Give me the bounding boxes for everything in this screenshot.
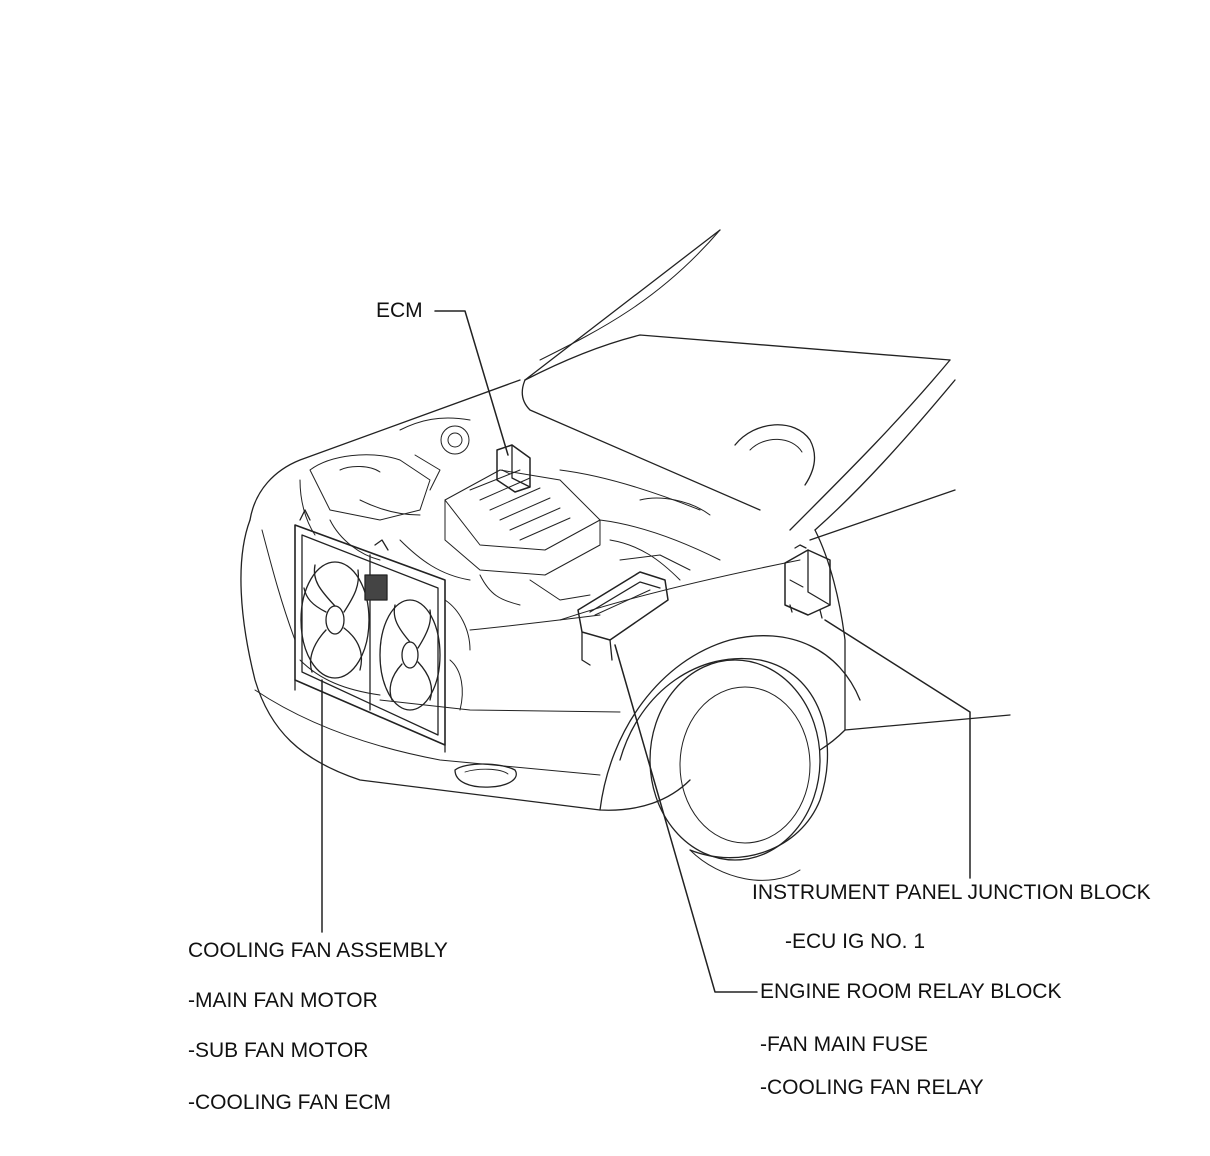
cooling-fan-ecm-label: -COOLING FAN ECM (188, 1091, 392, 1114)
instrument-panel-junction-block-label: INSTRUMENT PANEL JUNCTION BLOCK (752, 881, 1151, 904)
ecu-ig-no1-label: -ECU IG NO. 1 (785, 930, 926, 953)
car-body-outline (240, 229, 1011, 881)
instrument-panel-junction-block (784, 544, 831, 619)
engine-room-relay-block-label: ENGINE ROOM RELAY BLOCK (760, 980, 1062, 1003)
cooling-fan-assembly-drawing (294, 509, 471, 753)
engine-room-relay-block (577, 571, 669, 666)
sub-fan-motor-label: -SUB FAN MOTOR (188, 1039, 369, 1062)
fan-main-fuse-label: -FAN MAIN FUSE (760, 1033, 929, 1056)
cooling-fan-assembly-label: COOLING FAN ASSEMBLY (188, 939, 448, 962)
engine-bay (299, 417, 721, 606)
main-fan-motor-label: -MAIN FAN MOTOR (188, 989, 378, 1012)
leader-lines (321, 310, 971, 993)
cooling-fan-relay-label: -COOLING FAN RELAY (760, 1076, 984, 1099)
ecm-label: ECM (376, 299, 423, 322)
ecm-unit (496, 444, 531, 493)
